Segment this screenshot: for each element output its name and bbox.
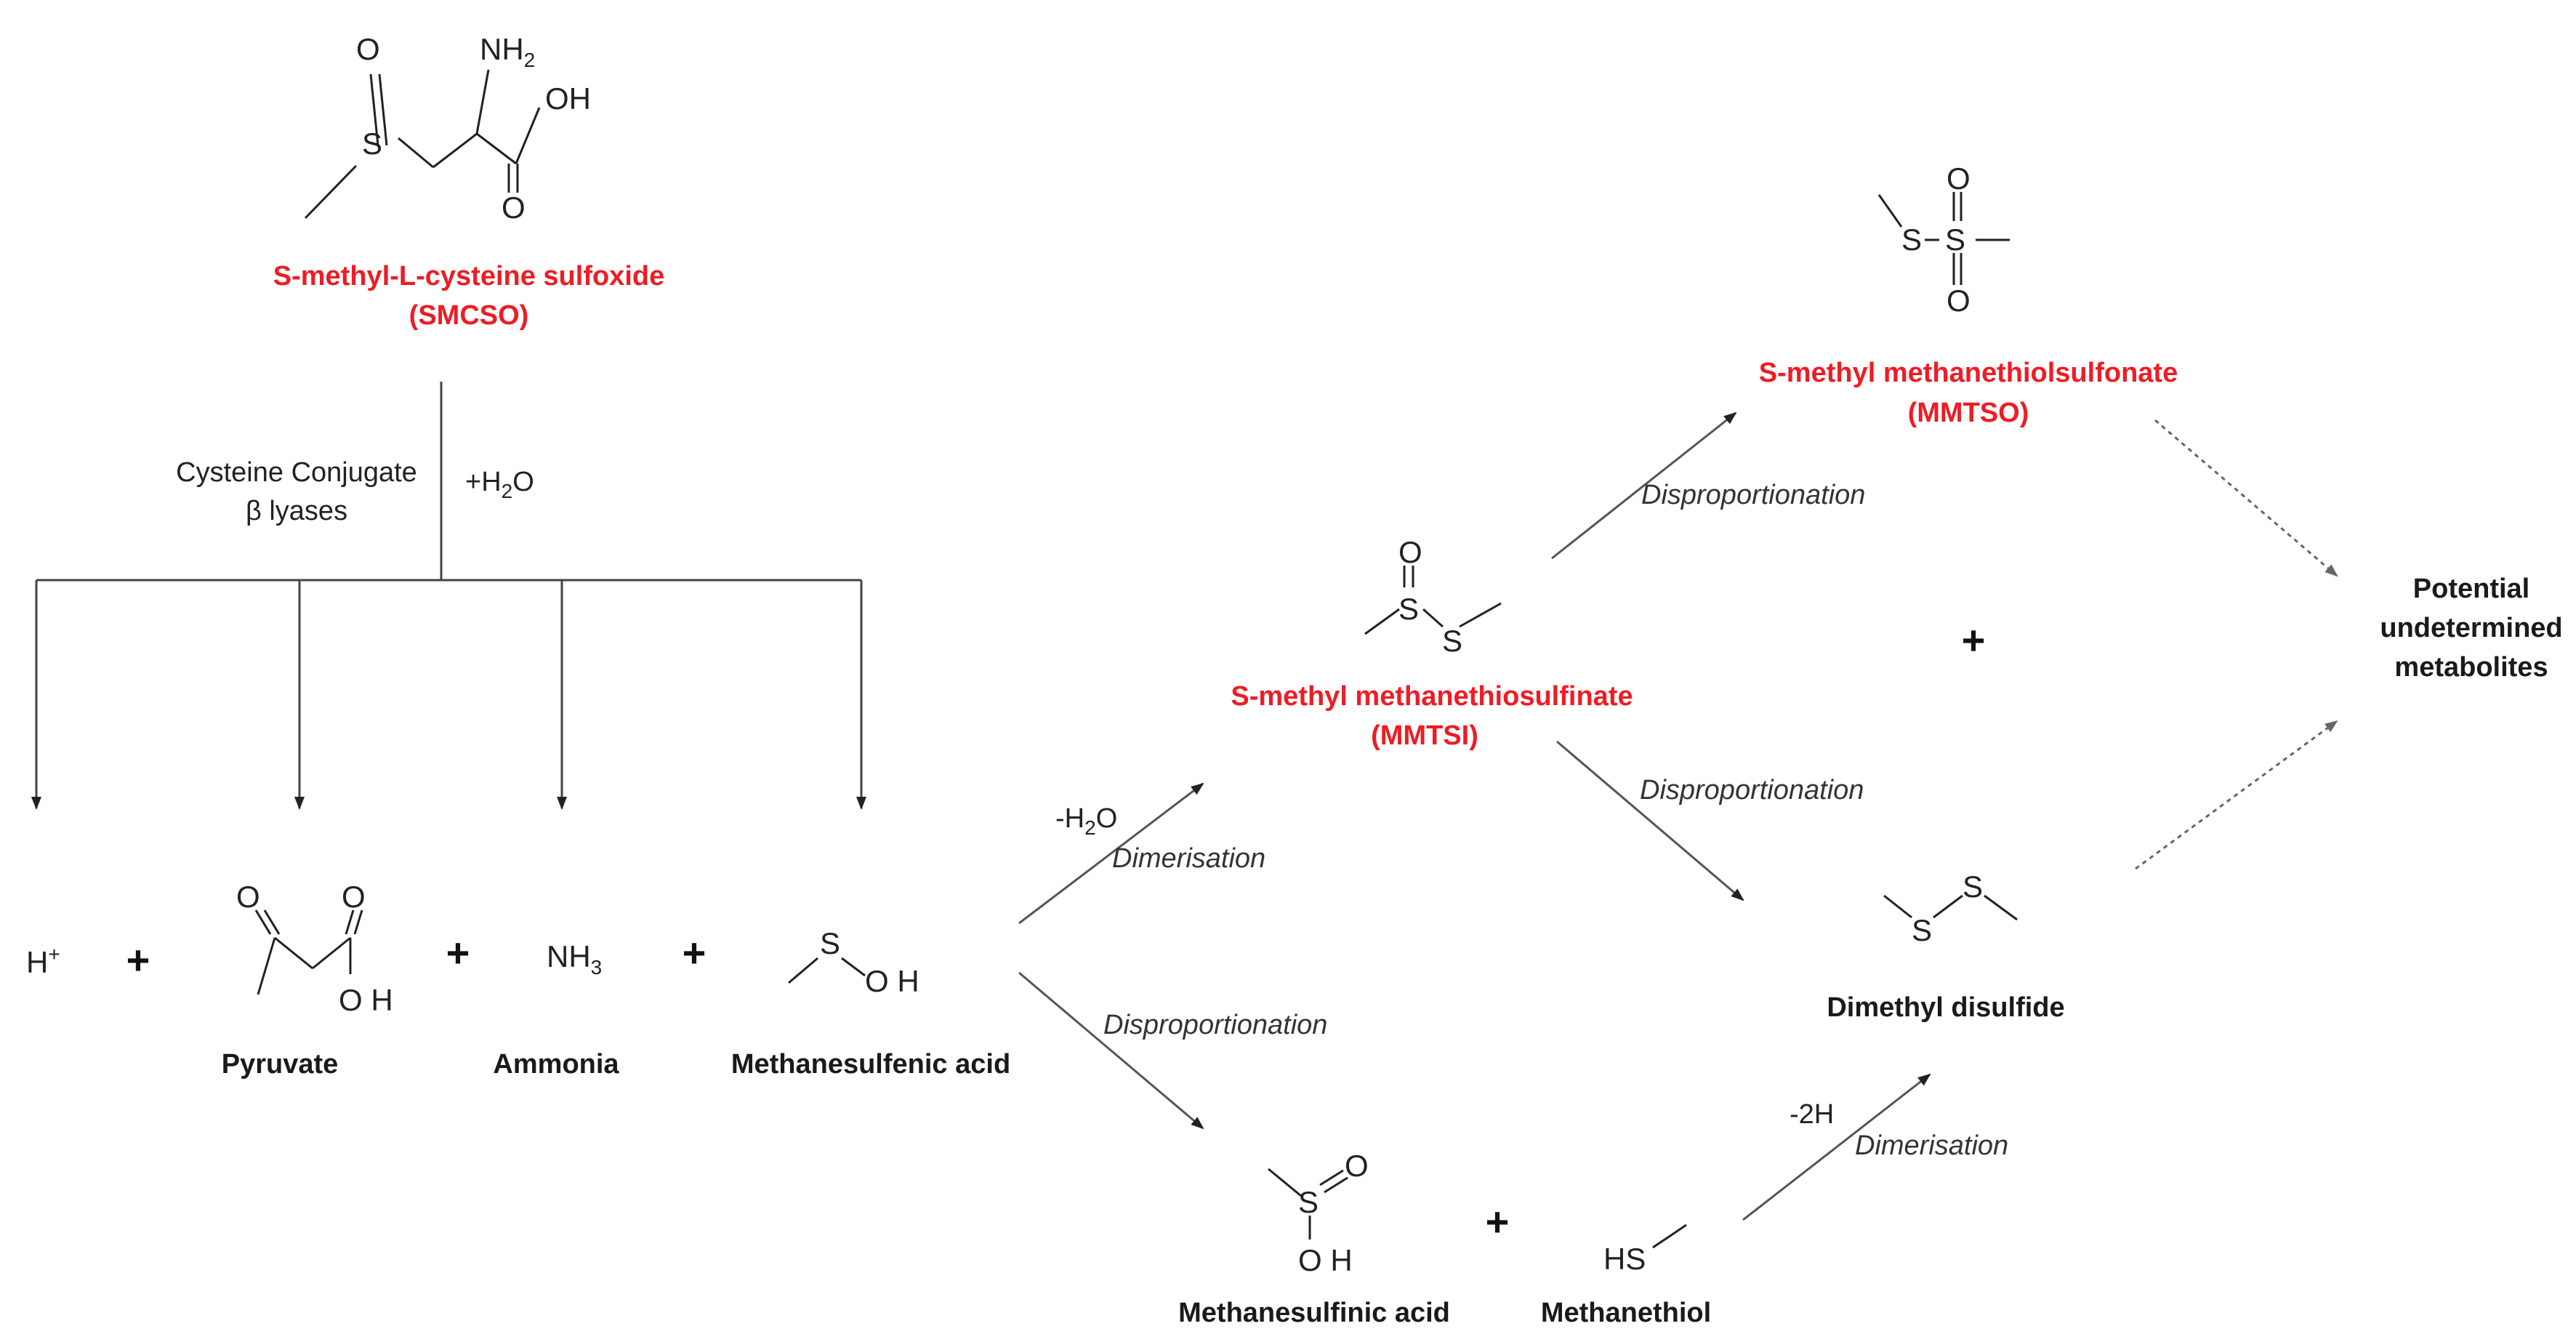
methanesulfenic-name: Methanesulfenic acid (731, 1049, 1010, 1080)
mmtso-name: S-methyl methanethiolsulfonate (1759, 358, 2178, 388)
mmtso-sulfur-1: S (1901, 222, 1922, 257)
sulfenic-hydroxyl: O H (865, 964, 919, 998)
lyase-branch-tree (31, 382, 866, 810)
dimerisation-arrow (1742, 1073, 1931, 1221)
disulfide-sulfur-1: S (1912, 913, 1932, 947)
mmtso-oxygen-bottom: O (1947, 284, 1971, 318)
pyruvate-structure: O O O H (236, 880, 393, 1017)
plus-sign: + (1962, 617, 1986, 663)
potential-line1: Potential (2413, 574, 2529, 604)
dimerisation-label: Dimerisation (1112, 843, 1265, 874)
plus-sign: + (446, 930, 470, 976)
dimerisation-label: Dimerisation (1855, 1130, 2008, 1161)
potential-line2: undetermined (2380, 613, 2562, 643)
minus-2h-label: -2H (1790, 1099, 1834, 1130)
mmtsi-structure: O S S (1364, 535, 1502, 658)
dashed-arrow-from-dms (2135, 720, 2338, 870)
disproportionation-arrow (1551, 411, 1737, 560)
amine-group: NH2 (480, 32, 535, 71)
methanethiol-hs: HS (1603, 1242, 1646, 1276)
pyruvate-keto-oxygen: O (236, 880, 260, 914)
mmtsi-abbr: (MMTSI) (1371, 720, 1478, 751)
mmtso-sulfur-2: S (1945, 222, 1965, 257)
disproportionation-label: Disproportionation (1103, 1010, 1327, 1040)
water-loss-label: -H2O (1055, 803, 1117, 839)
dimethyl-disulfide-structure: S S (1883, 869, 2018, 947)
dimethyl-disulfide-name: Dimethyl disulfide (1827, 992, 2064, 1023)
disulfide-sulfur-2: S (1963, 869, 1983, 904)
mmtsi-sulfur-2: S (1442, 624, 1462, 658)
enzyme-label-line2: β lyases (246, 496, 347, 526)
dashed-arrow-from-mmtso (2154, 419, 2338, 577)
methanethiol-structure: HS (1603, 1224, 1687, 1276)
sulfenic-sulfur: S (820, 926, 840, 960)
ammonia-name: Ammonia (493, 1049, 619, 1080)
pyruvate-carboxyl-oxygen: O (342, 880, 366, 914)
mmtso-oxygen-top: O (1947, 161, 1971, 196)
mmtso-abbr: (MMTSO) (1908, 398, 2029, 428)
ammonia-formula: NH3 (547, 939, 602, 979)
mmtsi-oxygen: O (1398, 535, 1422, 569)
proton: H+ (26, 943, 60, 979)
mmtso-structure: O S S O (1877, 161, 2010, 318)
smcso-structure: O S NH2 OH O (304, 32, 591, 225)
water-addition-label: +H2O (465, 467, 534, 502)
disproportionation-arrow (1556, 740, 1744, 901)
smcso-name: S-methyl-L-cysteine sulfoxide (273, 261, 664, 292)
sulfoxide-oxygen: O (356, 32, 380, 66)
dimerisation-arrow (1018, 782, 1204, 925)
disproportionation-label: Disproportionation (1641, 480, 1865, 510)
carboxyl-hydroxyl: OH (545, 81, 591, 116)
pyruvate-name: Pyruvate (222, 1049, 339, 1080)
plus-sign: + (126, 937, 150, 983)
disproportionation-arrow (1018, 971, 1204, 1130)
disproportionation-label: Disproportionation (1640, 775, 1864, 805)
mmtsi-name: S-methyl methanethiosulfinate (1231, 681, 1633, 712)
enzyme-label-line1: Cysteine Conjugate (176, 457, 417, 488)
sulfinic-hydroxyl: O H (1298, 1243, 1353, 1277)
potential-line3: metabolites (2394, 652, 2548, 683)
mmtsi-sulfur-1: S (1398, 592, 1419, 626)
methanesulfenic-structure: S O H (788, 926, 919, 998)
sulfur-atom: S (362, 126, 382, 161)
smcso-abbr: (SMCSO) (409, 300, 529, 331)
plus-sign: + (1486, 1199, 1510, 1245)
methanesulfinic-name: Methanesulfinic acid (1178, 1298, 1450, 1328)
methanesulfinic-structure: S O O H (1268, 1149, 1369, 1277)
plus-sign: + (683, 930, 707, 976)
methanethiol-name: Methanethiol (1541, 1298, 1711, 1328)
carbonyl-oxygen: O (502, 190, 526, 225)
sulfinic-oxygen: O (1345, 1149, 1369, 1183)
pyruvate-hydroxyl: O H (339, 983, 393, 1017)
sulfinic-sulfur: S (1298, 1185, 1319, 1219)
